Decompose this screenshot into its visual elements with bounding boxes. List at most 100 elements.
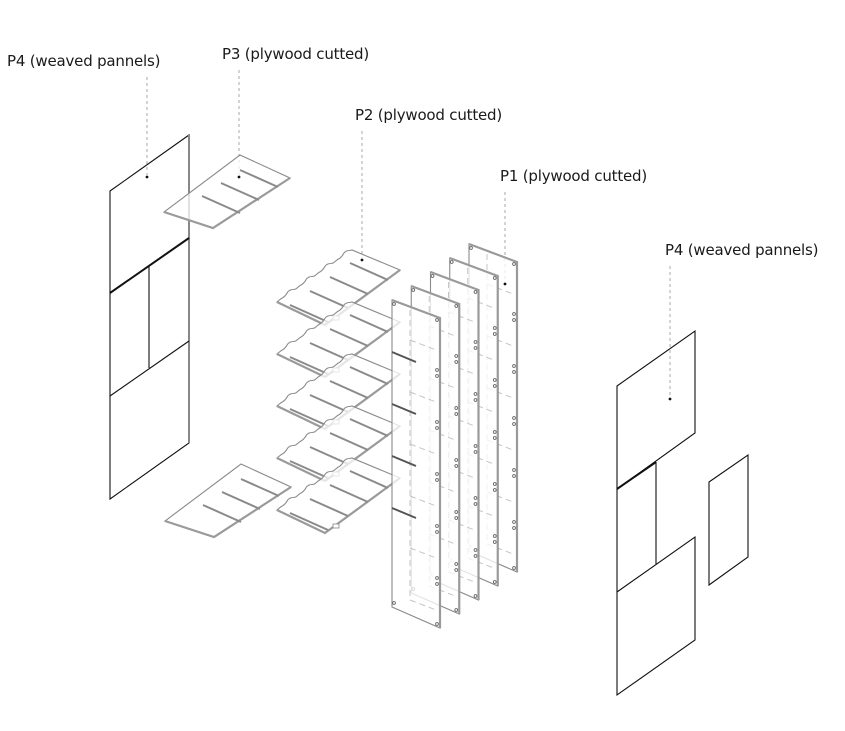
p2-plate [275, 457, 402, 535]
p1-panel-edge [449, 256, 499, 586]
p1-pin [454, 354, 459, 358]
p1-panel-edge [430, 270, 480, 600]
p3-slot [221, 491, 261, 510]
p1-pin [454, 304, 459, 308]
p1-pin [473, 392, 478, 396]
p1-pin [392, 302, 396, 306]
p1-ghost-diagonal [409, 495, 437, 507]
p2-slot [289, 512, 329, 531]
p1-pin [492, 534, 497, 538]
p1-ghost-diagonal [409, 599, 437, 611]
p1-pin [473, 496, 478, 500]
p1-pin [512, 474, 516, 478]
p1-pin [473, 548, 478, 552]
p2-plate-outline [275, 249, 402, 326]
p4-right-side-piece [708, 453, 749, 587]
p1-pin [473, 340, 478, 344]
p4-left-panel [109, 133, 190, 501]
p1-pin [454, 458, 459, 462]
p3-plates [162, 154, 293, 539]
p2-slot [329, 328, 369, 347]
p1-pin [492, 378, 497, 382]
p1-pin [469, 246, 473, 250]
p2-tab [332, 523, 340, 529]
p1-pin [492, 276, 497, 280]
p1-pin [473, 398, 478, 402]
p2-plate-outline [275, 457, 402, 534]
p1-pin [473, 290, 478, 294]
p2-slot [349, 314, 389, 333]
p3-marker [237, 175, 241, 179]
label-p4-right: P4 (weaved pannels) [665, 241, 819, 259]
p1-pin [435, 622, 439, 626]
p1-pin [454, 562, 459, 566]
p1-pin [492, 332, 497, 336]
p2-slot [349, 262, 389, 281]
p2-slot [309, 446, 349, 465]
p1-rod [391, 351, 417, 363]
p2-plate-outline [275, 301, 402, 378]
p2-plate-outline [275, 405, 402, 482]
p4-left-marker [145, 175, 149, 179]
p1-pin [492, 540, 497, 544]
p1-pin [435, 426, 439, 430]
p1-panels [391, 242, 519, 629]
p2-slot [329, 380, 369, 399]
p1-pin [454, 360, 459, 364]
p1-pin [454, 516, 459, 520]
p1-pin [435, 318, 439, 322]
p2-slot [309, 290, 349, 309]
p1-pin [512, 318, 516, 322]
p1-pin [430, 274, 435, 278]
p1-pin [492, 488, 497, 492]
p2-slot [349, 366, 389, 385]
p1-pin [492, 436, 497, 440]
p1-pin [473, 444, 478, 448]
p1-pin [512, 566, 516, 570]
p1-pin [435, 478, 439, 482]
p4-right-thick-edge [616, 461, 657, 490]
p3-plate-edge [163, 177, 291, 230]
p2-slot [289, 304, 329, 323]
p3-slot [220, 182, 260, 201]
p2-slot [349, 470, 389, 489]
p2-plate-outline [275, 353, 402, 430]
p4-right-top-piece [616, 329, 696, 491]
p1-pin [512, 526, 516, 530]
p1-pin [473, 594, 478, 598]
p1-pin [435, 472, 439, 476]
label-p1: P1 (plywood cutted) [500, 167, 648, 185]
p3-plate [162, 154, 292, 230]
p2-marker [360, 258, 364, 262]
label-p2: P2 (plywood cutted) [355, 106, 503, 124]
p3-slot [239, 169, 279, 188]
p2-slot [329, 432, 369, 451]
p3-plate [163, 463, 293, 539]
p1-pin [512, 312, 516, 316]
p1-pin [473, 502, 478, 506]
p1-pin [492, 482, 497, 486]
p4-right-panel [616, 329, 749, 697]
p1-pin [454, 510, 459, 514]
leader-lines [146, 70, 671, 398]
p1-rod [391, 455, 417, 467]
p1-pin [492, 384, 497, 388]
p1-pin [473, 346, 478, 350]
p1-pin [512, 416, 516, 420]
p2-slot [309, 498, 349, 517]
p1-pin [435, 530, 439, 534]
p4-left-divider-top [109, 237, 190, 294]
p2-slot [349, 418, 389, 437]
p1-pin [454, 568, 459, 572]
p2-slot [289, 460, 329, 479]
p1-panel-edge [410, 284, 461, 614]
p2-slot [329, 484, 369, 503]
p1-panel [391, 298, 442, 629]
p3-slot [201, 195, 241, 214]
p3-slot [240, 478, 280, 497]
p2-slot [289, 356, 329, 375]
p1-ghost-diagonal [409, 391, 437, 403]
label-p4-left: P4 (weaved pannels) [7, 52, 161, 70]
p1-ghost-diagonal [409, 443, 437, 455]
p1-pin [512, 370, 516, 374]
